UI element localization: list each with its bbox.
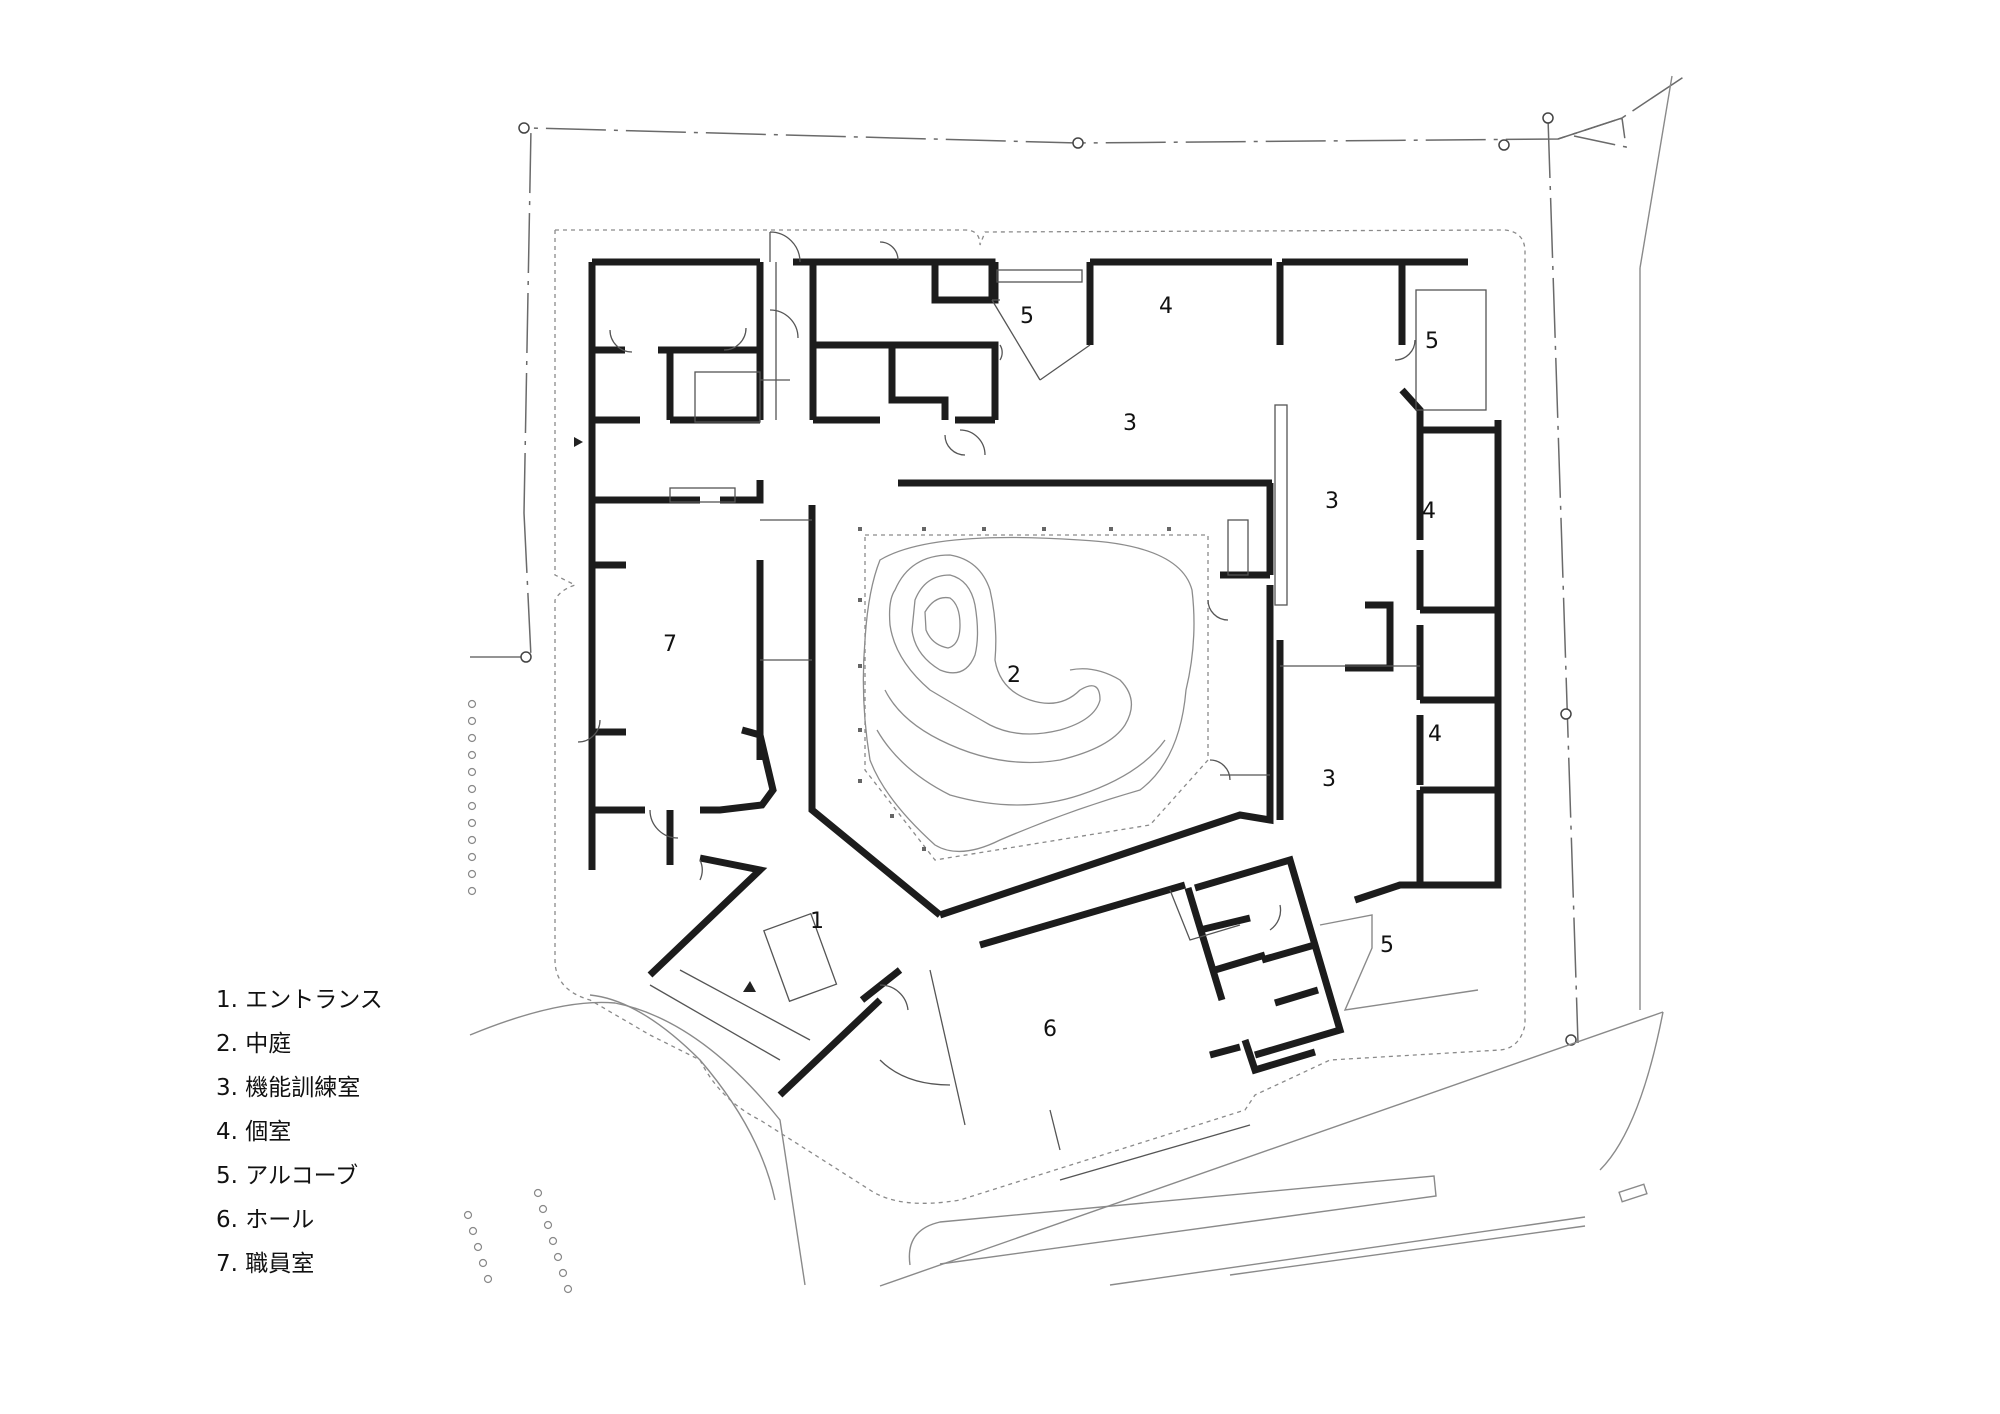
roof-outline	[554, 229, 1526, 1204]
room-label-training-room-se: 3	[1322, 767, 1336, 792]
room-label-alcove-ne: 5	[1425, 329, 1439, 354]
room-label-courtyard: 2	[1007, 663, 1021, 688]
room-legend: 1. エントランス 2. 中庭 3. 機能訓練室 4. 個室 5. アルコーブ …	[216, 978, 383, 1286]
room-label-training-room-e: 3	[1325, 489, 1339, 514]
courtyard-columns	[858, 527, 1171, 851]
site-boundary	[470, 75, 1686, 1044]
legend-item-hall: 6. ホール	[216, 1207, 315, 1233]
room-label-staff-room: 7	[663, 632, 677, 657]
courtyard	[858, 527, 1209, 861]
doors	[577, 231, 1416, 1011]
room-label-alcove-se: 5	[1380, 933, 1394, 958]
surroundings	[469, 75, 1673, 1287]
legend-item-courtyard: 2. 中庭	[216, 1031, 292, 1057]
room-label-private-room-e1: 4	[1422, 499, 1436, 524]
room-label-private-room-n: 4	[1159, 294, 1173, 319]
legend-item-training-room: 3. 機能訓練室	[216, 1075, 361, 1101]
room-label-hall: 6	[1043, 1017, 1057, 1042]
room-label-entrance: 1	[810, 909, 824, 934]
room-labels: 1 2 3 3 3 4 4 4 5 5 5 6 7	[663, 294, 1442, 1042]
legend-item-entrance: 1. エントランス	[216, 987, 383, 1013]
room-label-training-room-n: 3	[1123, 411, 1137, 436]
legend-item-private-room: 4. 個室	[216, 1119, 292, 1145]
entry-arrows	[574, 437, 756, 992]
interior-details	[649, 262, 1487, 1181]
legend-item-alcove: 5. アルコーブ	[216, 1163, 359, 1189]
legend-item-staff-room: 7. 職員室	[216, 1251, 315, 1277]
room-label-alcove-n: 5	[1020, 304, 1034, 329]
room-label-private-room-e2: 4	[1428, 722, 1442, 747]
walls	[588, 258, 1502, 1098]
plantings	[463, 699, 573, 1294]
boundary-markers	[518, 112, 1577, 1046]
